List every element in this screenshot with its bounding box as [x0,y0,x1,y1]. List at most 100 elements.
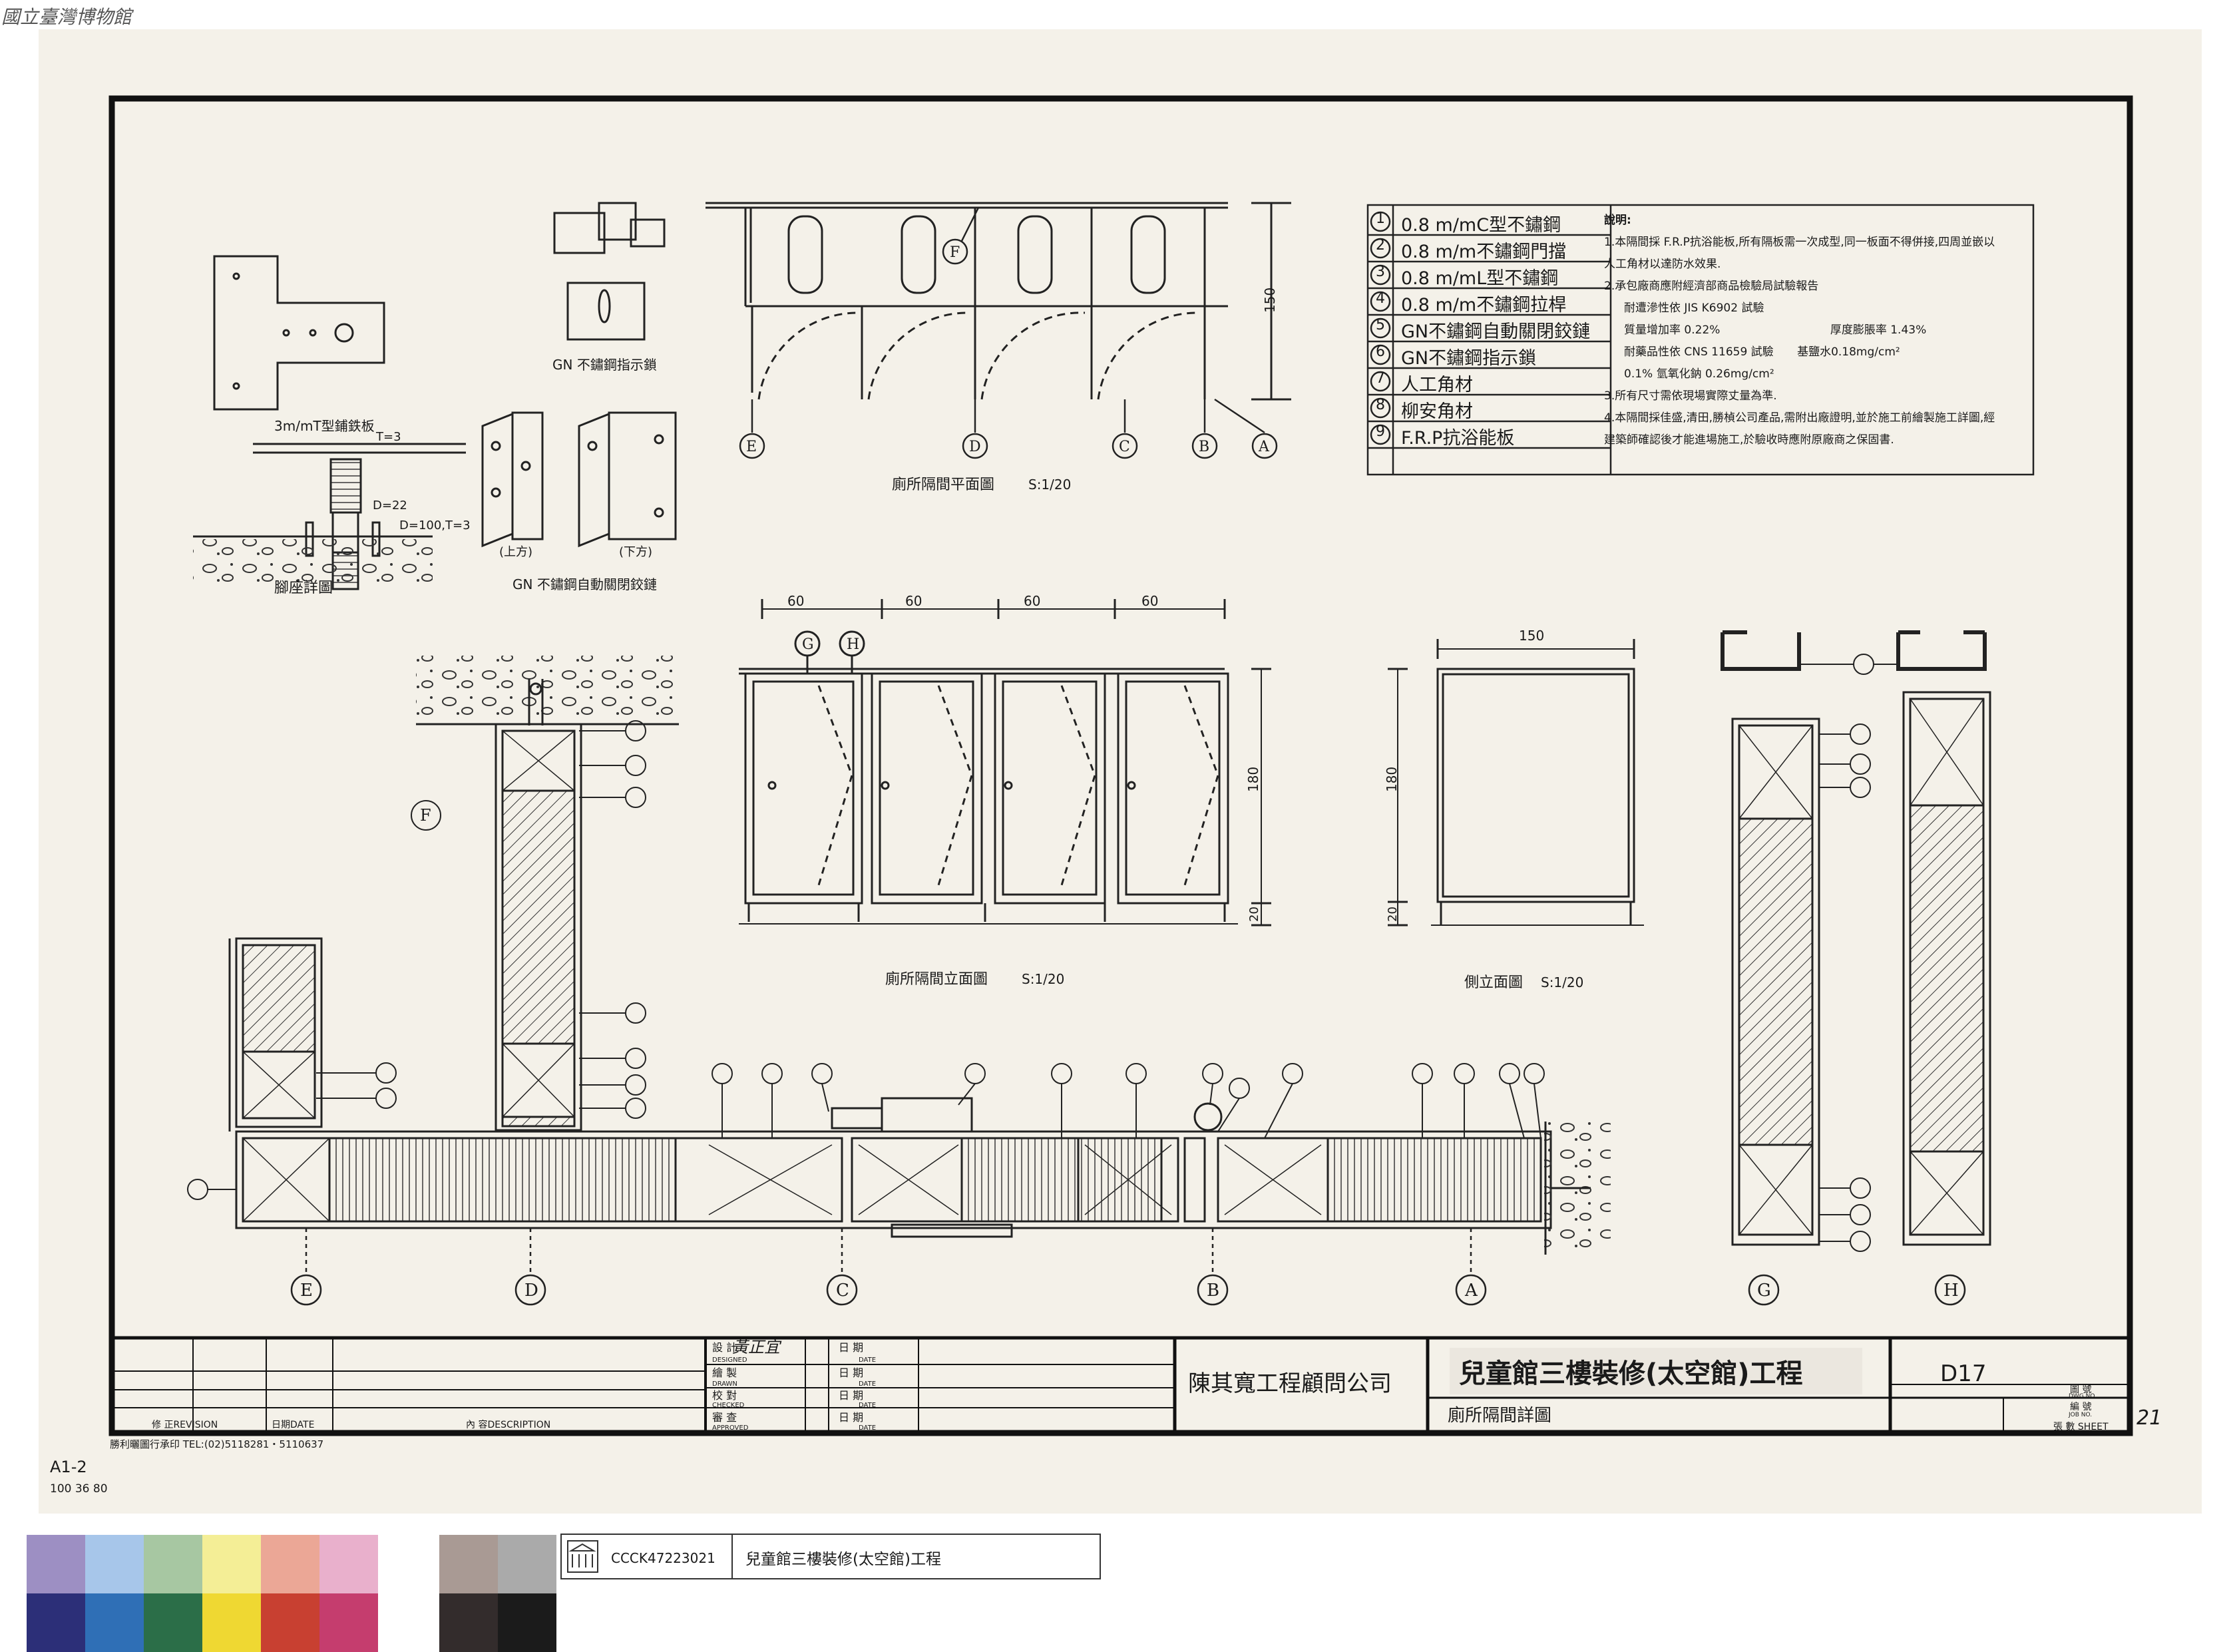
legend-num-2: 2 [1376,237,1385,254]
section-f-callouts [411,720,646,1119]
title-sheet-no: 21 [2137,1406,2162,1430]
swatch-top-2 [85,1535,144,1593]
plan-view [706,202,1291,401]
leg-dim-base: D=100,T=3 [399,518,471,532]
plan-grid-b: B [1199,439,1209,455]
legend-text-6: GN不鏽鋼指示鎖 [1401,348,1537,369]
hinge-down-label: (下方) [619,545,652,559]
plan-scale: S:1/20 [1028,477,1071,493]
legend-num-1: 1 [1376,210,1385,227]
bottom-grid-markers [290,1228,1966,1306]
horizontal-section-callouts [187,1063,1545,1200]
note-2a: 耐遭滲性依 JIS K6902 試驗 [1624,302,1764,315]
elevation-title: 廁所隔間立面圖 [885,971,988,988]
elev-dim-w2: 60 [905,593,922,609]
section-f-label: F [420,806,431,825]
paper-code: A1-2 [50,1458,87,1476]
side-elevation [1388,639,1644,927]
legend-text-9: F.R.P抗浴能板 [1401,428,1515,449]
plan-title: 廁所隔間平面圖 [892,477,994,493]
indicator-lock-title: GN 不鏽鋼指示鎖 [552,357,657,373]
grid-d-bottom: D [524,1281,538,1301]
plan-grid-e: E [746,439,757,455]
archive-id: CCCK47223021 [611,1550,715,1566]
plan-grid-a: A [1258,439,1270,455]
bracket-detail [213,255,385,411]
horizontal-section [235,1097,1611,1255]
note-2e: 基鹽水0.18mg/cm² [1797,345,1900,359]
grid-a-bottom: A [1464,1281,1478,1301]
swatch-bot-3 [144,1593,202,1652]
section-g [1721,630,1820,1246]
title-drawn-label: 繪 製 [712,1366,737,1379]
swatch-bot-4 [202,1593,261,1652]
note-1: 1.本隔間採 F.R.P抗浴能板,所有隔板需一次成型,同一板面不得併接,四周並嵌… [1604,236,1995,271]
elev-dim-w3: 60 [1024,593,1040,609]
title-block [112,1336,2130,1433]
section-h [1896,630,1991,1246]
legend-num-9: 9 [1376,423,1385,440]
note-2d: 耐藥品性依 CNS 11659 試驗 [1624,345,1774,359]
plan-dim-depth: 150 [1262,288,1278,313]
title-date-label: 日期DATE [272,1420,314,1430]
elevation-scale: S:1/20 [1022,971,1064,987]
swatch-white-bot [378,1593,437,1652]
swatch-top-3 [144,1535,202,1593]
swatch-top-6 [319,1535,378,1593]
legend-num-6: 6 [1376,343,1385,360]
hinge-title: GN 不鏽鋼自動關閉鉸鏈 [512,576,657,592]
side-elevation-scale: S:1/20 [1541,974,1583,990]
sheet-border [108,95,2133,1436]
legend-num-5: 5 [1376,317,1385,333]
title-sheet-label: 張 數 SHEET [2053,1422,2109,1432]
section-gh-callouts [1799,654,1898,1252]
indicator-lock-sketch [553,202,666,341]
legend-num-8: 8 [1376,397,1385,413]
title-drawn-en: DRAWN [712,1380,737,1388]
printer-credit: 勝利曬圖行承印 TEL:(02)5118281・5110637 [110,1438,323,1450]
legend-text-2: 0.8 m/m不鏽鋼門擋 [1401,242,1567,262]
legend-table [1366,204,2035,476]
title-rev-label: 修 正REVISION [152,1420,218,1430]
archive-bar [560,1534,1101,1579]
title-designer: 黃正宜 [732,1338,782,1356]
legend-num-4: 4 [1376,290,1385,307]
elev-dim-height: 180 [1245,767,1261,792]
note-2c: 厚度膨脹率 1.43% [1830,323,1927,337]
legend-text-8: 柳安角材 [1401,401,1473,422]
title-dwg-en: DWG NO. [2069,1393,2097,1400]
title-date-en-2: DATE [859,1380,876,1388]
title-date-cell-1: 日 期 [839,1341,863,1354]
swatch-top-1 [27,1535,85,1593]
legend-text-3: 0.8 m/mL型不鏽鋼 [1401,268,1559,289]
notes-block: 說明: 1.本隔間採 F.R.P抗浴能板,所有隔板需一次成型,同一板面不得併接,… [1604,210,1997,451]
side-dim-width: 150 [1519,628,1544,644]
note-4: 4.本隔間採佳盛,清田,勝楨公司產品,需附出廠證明,並於施工前繪製施工詳圖,經建… [1604,411,1995,447]
elev-grid-h: H [847,636,859,653]
note-2: 2.承包廠商應附經濟部商品檢驗局試驗報告 [1604,280,1819,293]
title-dwg-label: 圖 號 [2070,1384,2091,1395]
title-dwg-no: D17 [1940,1360,1986,1387]
title-job-en: JOB NO. [2068,1412,2092,1418]
grid-c-bottom: C [836,1281,849,1301]
note-2-row-2: 耐藥品性依 CNS 11659 試驗 基鹽水0.18mg/cm² [1604,341,1997,363]
title-approved-en: APPROVED [712,1424,749,1432]
elev-dim-foot: 20 [1247,907,1261,922]
section-e-stub [228,937,323,1132]
leg-detail-title: 腳座詳圖 [274,580,333,596]
swatch-bot-5 [261,1593,319,1652]
legend-text-7: 人工角材 [1401,375,1473,395]
grid-h-bottom: H [1943,1281,1959,1301]
legend-text-5: GN不鏽鋼自動關閉鉸鏈 [1401,321,1591,342]
hinge-up-label: (上方) [499,545,532,559]
swatch-bot-1 [27,1593,85,1652]
note-2b: 質量增加率 0.22% [1624,323,1721,337]
paper-nums: 100 36 80 [50,1482,108,1496]
note-3: 3.所有尺寸需依現場實際丈量為準. [1604,389,1777,403]
section-f [416,656,679,1132]
legend-text-1: 0.8 m/mC型不鏽鋼 [1401,215,1561,236]
title-desc-label: 內 容DESCRIPTION [466,1419,550,1430]
note-2-row: 質量增加率 0.22% 厚度膨脹率 1.43% [1604,319,1997,341]
legend-text-4: 0.8 m/m不鏽鋼拉桿 [1401,295,1567,315]
plan-grid-f: F [950,244,960,261]
